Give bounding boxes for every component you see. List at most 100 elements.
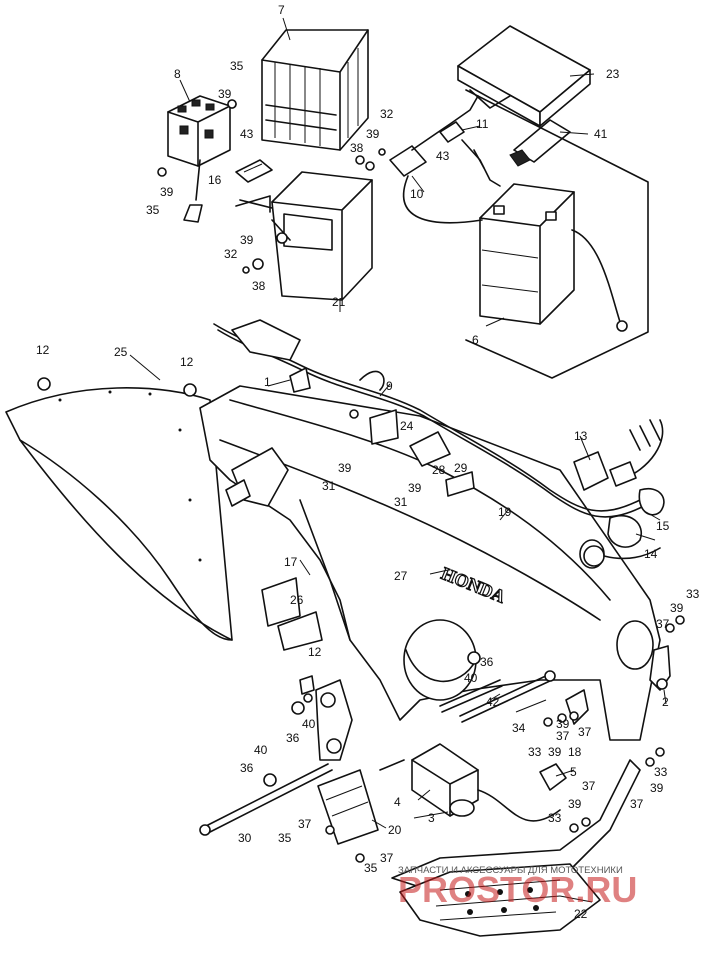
callout-3: 3	[428, 811, 435, 825]
callout-4: 4	[394, 795, 401, 809]
long-bolts-part	[199, 670, 556, 836]
engine-hanger-part	[299, 675, 353, 761]
callout-14: 14	[644, 547, 658, 561]
callout-40: 40	[464, 671, 478, 685]
assembly-outline	[465, 89, 649, 379]
callout-labels: 1234567891011121212131415161718192021222…	[36, 3, 700, 921]
cdi-unit-part	[457, 25, 591, 127]
callout-30: 30	[238, 831, 252, 845]
cover-pieces-part	[261, 367, 475, 651]
callout-40: 40	[254, 743, 268, 757]
callout-27: 27	[394, 569, 408, 583]
callout-41: 41	[594, 127, 608, 141]
callout-35: 35	[146, 203, 160, 217]
wiring-harness-part	[213, 319, 664, 518]
callout-36: 36	[286, 731, 300, 745]
callout-33: 33	[548, 811, 562, 825]
callout-36: 36	[480, 655, 494, 669]
callout-32: 32	[224, 247, 238, 261]
battery-part	[479, 183, 575, 325]
callout-37: 37	[630, 797, 644, 811]
callout-26: 26	[290, 593, 304, 607]
hardware-fasteners	[37, 99, 685, 863]
callout-33: 33	[654, 765, 668, 779]
callout-2: 2	[662, 695, 669, 709]
battery-strap-part	[509, 119, 571, 167]
callout-39: 39	[568, 797, 582, 811]
callout-11: 11	[476, 117, 489, 131]
callout-10: 10	[410, 187, 424, 201]
callout-37: 37	[578, 725, 592, 739]
callout-37: 37	[582, 779, 596, 793]
callout-20: 20	[388, 823, 402, 837]
callout-35: 35	[230, 59, 244, 73]
fuse-holder-part	[389, 95, 628, 332]
battery-box-part	[261, 29, 369, 151]
callout-31: 31	[394, 495, 408, 509]
step-bar-part	[391, 759, 641, 937]
callout-16: 16	[208, 173, 222, 187]
callout-39: 39	[338, 461, 352, 475]
callout-32: 32	[380, 107, 394, 121]
callout-33: 33	[528, 745, 542, 759]
callout-9: 9	[386, 379, 393, 393]
callout-25: 25	[114, 345, 128, 359]
callout-12: 12	[180, 355, 194, 369]
callout-12: 12	[308, 645, 322, 659]
callout-39: 39	[240, 233, 254, 247]
callout-23: 23	[606, 67, 620, 81]
callout-24: 24	[400, 419, 414, 433]
mount-plate-part	[317, 769, 379, 845]
callout-39: 39	[160, 185, 174, 199]
callout-39: 39	[218, 87, 232, 101]
callout-39: 39	[366, 127, 380, 141]
callout-37: 37	[556, 729, 570, 743]
callout-36: 36	[240, 761, 254, 775]
bracket-part	[235, 159, 273, 183]
callout-38: 38	[350, 141, 364, 155]
callout-19: 19	[498, 505, 512, 519]
callout-22: 22	[574, 907, 588, 921]
callout-39: 39	[670, 601, 684, 615]
watermark-logo: PROSTOR.RU	[398, 869, 637, 910]
callout-21: 21	[332, 295, 346, 309]
callout-39: 39	[556, 717, 570, 731]
callout-38: 38	[252, 279, 266, 293]
callout-42: 42	[486, 695, 500, 709]
callout-13: 13	[574, 429, 588, 443]
callout-1: 1	[264, 375, 271, 389]
callout-37: 37	[380, 851, 394, 865]
callout-39: 39	[548, 745, 562, 759]
callout-39: 39	[408, 481, 422, 495]
callout-33: 33	[686, 587, 700, 601]
callout-5: 5	[570, 765, 577, 779]
watermark-tagline: ЗАПЧАСТИ И АКСЕССУАРЫ ДЛЯ МОТОТЕХНИКИ	[398, 865, 623, 876]
callout-29: 29	[454, 461, 468, 475]
leader-lines	[129, 17, 667, 903]
callout-31: 31	[322, 479, 336, 493]
callout-7: 7	[278, 3, 285, 17]
callout-37: 37	[656, 617, 670, 631]
callout-12: 12	[36, 343, 50, 357]
main-frame-part	[199, 385, 661, 741]
callout-35: 35	[278, 831, 292, 845]
ignition-coil-part	[379, 743, 567, 822]
callout-39: 39	[650, 781, 664, 795]
callout-34: 34	[512, 721, 526, 735]
swingarm-bracket-part	[225, 447, 289, 507]
relay-block-part	[157, 95, 237, 223]
callout-37: 37	[298, 817, 312, 831]
callout-8: 8	[174, 67, 181, 81]
callout-18: 18	[568, 745, 582, 759]
flasher-relay-part	[573, 451, 665, 567]
rear-fender-part	[5, 387, 233, 641]
callout-6: 6	[472, 333, 479, 347]
callout-28: 28	[432, 463, 446, 477]
callout-43: 43	[436, 149, 450, 163]
callout-35: 35	[364, 861, 378, 875]
battery-tray-part	[235, 171, 373, 301]
callout-15: 15	[656, 519, 670, 533]
callout-40: 40	[302, 717, 316, 731]
